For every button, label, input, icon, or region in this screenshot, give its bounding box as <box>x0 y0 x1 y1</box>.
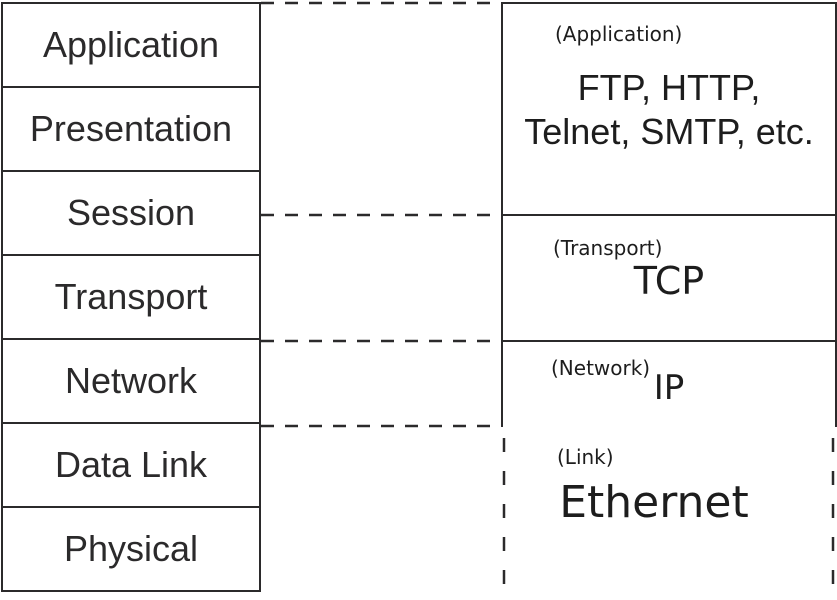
tcpip-layer-label: (Link) <box>557 445 614 469</box>
tcpip-section-transport: (Transport) TCP <box>503 216 835 342</box>
osi-layer-label: Data Link <box>54 444 208 485</box>
osi-layer-label: Transport <box>54 276 208 317</box>
tcpip-section-application: (Application) FTP, HTTP, Telnet, SMTP, e… <box>503 4 835 216</box>
osi-layer-network: Network <box>3 340 259 424</box>
osi-layer-column: Application Presentation Session Transpo… <box>1 2 261 592</box>
tcpip-layer-label: (Transport) <box>553 236 663 260</box>
osi-layer-application: Application <box>3 4 259 88</box>
tcpip-layer-label: (Network) <box>551 356 651 380</box>
tcpip-protocols-text: Ethernet <box>559 477 749 528</box>
osi-layer-label: Application <box>42 24 220 65</box>
osi-layer-physical: Physical <box>3 508 259 590</box>
osi-layer-label: Network <box>64 360 198 401</box>
osi-layer-transport: Transport <box>3 256 259 340</box>
osi-layer-presentation: Presentation <box>3 88 259 172</box>
osi-layer-label: Session <box>66 192 196 233</box>
osi-layer-session: Session <box>3 172 259 256</box>
tcpip-protocol-column: (Application) FTP, HTTP, Telnet, SMTP, e… <box>501 2 837 427</box>
tcpip-section-network: (Network) IP <box>503 342 835 427</box>
tcpip-layer-label: (Application) <box>555 22 683 46</box>
osi-layer-label: Physical <box>63 528 199 569</box>
tcpip-section-link: (Link) Ethernet <box>501 427 837 600</box>
tcpip-protocols-text: TCP <box>633 259 705 303</box>
osi-layer-label: Presentation <box>29 108 233 149</box>
tcpip-protocols-text: FTP, HTTP, Telnet, SMTP, etc. <box>524 67 814 153</box>
tcpip-protocols-text: IP <box>653 368 685 408</box>
osi-layer-data-link: Data Link <box>3 424 259 508</box>
